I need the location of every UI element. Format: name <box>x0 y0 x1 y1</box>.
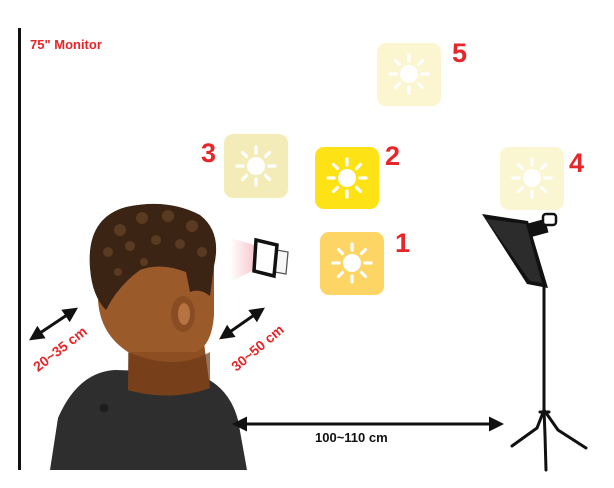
light-5 <box>377 43 441 106</box>
arrow-head-to-card <box>219 307 265 340</box>
light-4-number: 4 <box>569 148 585 178</box>
light-2 <box>315 147 379 209</box>
monitor-line <box>18 28 21 470</box>
distance-person-stand-label: 100~110 cm <box>315 430 388 445</box>
light-3 <box>224 134 288 198</box>
viewing-card <box>230 237 289 282</box>
person <box>50 203 247 470</box>
light-4 <box>500 147 564 210</box>
monitor-label: 75" Monitor <box>30 37 102 52</box>
arrow-head-to-monitor <box>29 307 78 341</box>
light-3-number: 3 <box>201 138 217 168</box>
light-stand <box>510 283 588 472</box>
light-1 <box>320 232 384 295</box>
softbox-light <box>482 212 558 288</box>
light-2-number: 2 <box>385 141 401 171</box>
light-1-number: 1 <box>395 228 411 258</box>
light-5-number: 5 <box>452 38 468 68</box>
